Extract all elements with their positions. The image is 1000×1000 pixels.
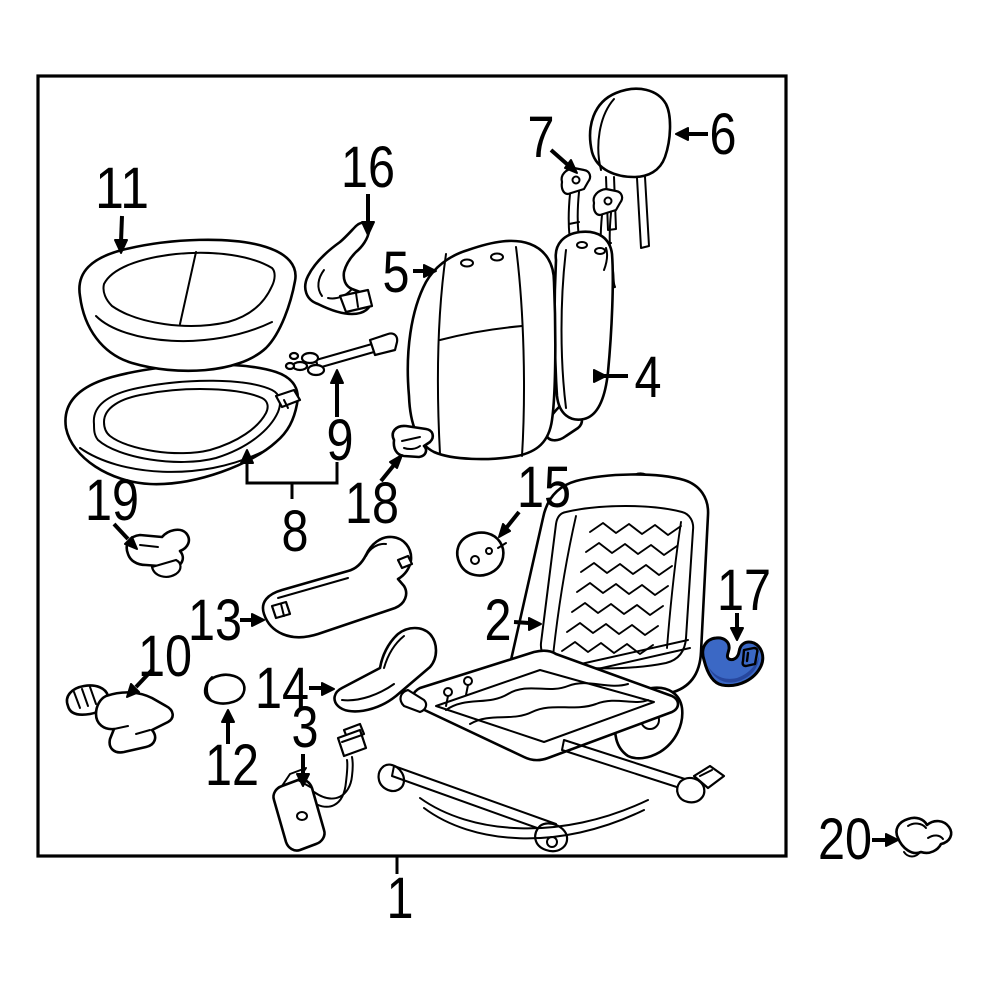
callout-6-label[interactable]: 6 <box>710 102 737 167</box>
part-15-cover[interactable] <box>456 531 507 577</box>
callout-14-arrow <box>309 682 335 696</box>
callout-4-arrow <box>593 369 628 383</box>
part-19-bracket[interactable] <box>125 528 191 578</box>
callout-13-label[interactable]: 13 <box>188 588 242 653</box>
callout-12-arrow <box>221 709 235 744</box>
callout-15-label[interactable]: 15 <box>517 455 571 520</box>
part-5-seat-back-cover[interactable] <box>406 239 557 461</box>
part-20-clip[interactable] <box>895 816 953 858</box>
callout-3-label[interactable]: 3 <box>292 695 319 760</box>
callout-20-label[interactable]: 20 <box>818 807 872 872</box>
part-17-body[interactable] <box>701 636 765 688</box>
callout-7-arrow <box>549 148 578 174</box>
part-9-harness[interactable] <box>284 332 399 377</box>
callout-5-label[interactable]: 5 <box>383 240 410 305</box>
part-6-headrest[interactable] <box>588 87 672 249</box>
callout-16-arrow <box>361 194 375 236</box>
part-17-shade <box>708 656 759 683</box>
callout-15-arrow <box>498 510 521 538</box>
callout-17-arrow <box>730 613 744 641</box>
callout-11-arrow <box>114 215 128 254</box>
callout-19-arrow <box>112 522 138 550</box>
callout-labels: 1 2 3 4 5 6 7 8 9 10 11 12 13 14 15 16 1… <box>85 102 872 931</box>
callout-7-label[interactable]: 7 <box>528 105 555 170</box>
callout-17-label[interactable]: 17 <box>717 558 771 623</box>
callout-11-label[interactable]: 11 <box>95 156 149 221</box>
callout-18-arrow <box>379 454 403 483</box>
callout-10-label[interactable]: 10 <box>138 624 192 689</box>
part-17-highlighted-cover[interactable] <box>701 636 765 688</box>
part-2-seat-frame[interactable] <box>377 472 726 853</box>
callout-4-label[interactable]: 4 <box>635 345 662 410</box>
callout-18-label[interactable]: 18 <box>345 471 399 536</box>
part-13-shield[interactable] <box>261 535 414 639</box>
callout-6-arrow <box>675 127 708 141</box>
callout-10-arrow <box>126 668 154 698</box>
part-3-sensor[interactable] <box>272 722 368 852</box>
part-16-bracket[interactable] <box>304 221 374 316</box>
part-18-clip[interactable] <box>391 424 435 459</box>
callout-3-arrow <box>296 754 310 787</box>
part-14-shield[interactable] <box>333 626 438 713</box>
part-8-seat-cushion-pad[interactable] <box>64 363 302 486</box>
callout-8-bracket <box>240 449 339 499</box>
callout-14-label[interactable]: 14 <box>255 656 309 721</box>
callout-2-label[interactable]: 2 <box>485 588 512 653</box>
callout-9-arrow <box>330 369 344 417</box>
callout-arrows <box>112 127 899 874</box>
callout-20-arrow <box>872 833 899 847</box>
part-10-lever[interactable] <box>65 684 174 754</box>
callout-8-label[interactable]: 8 <box>282 499 309 564</box>
part-12-knob[interactable] <box>203 673 246 705</box>
callout-5-arrow <box>413 264 437 278</box>
callout-12-label[interactable]: 12 <box>205 733 259 798</box>
callout-2-arrow <box>513 617 542 631</box>
diagram-frame-border <box>36 74 788 858</box>
callout-9-label[interactable]: 9 <box>327 408 354 473</box>
callout-16-label[interactable]: 16 <box>341 135 395 200</box>
callout-1-label[interactable]: 1 <box>387 866 414 931</box>
part-11-seat-cushion-cover[interactable] <box>78 238 297 373</box>
callout-19-label[interactable]: 19 <box>85 468 139 533</box>
callout-13-arrow <box>240 613 265 627</box>
